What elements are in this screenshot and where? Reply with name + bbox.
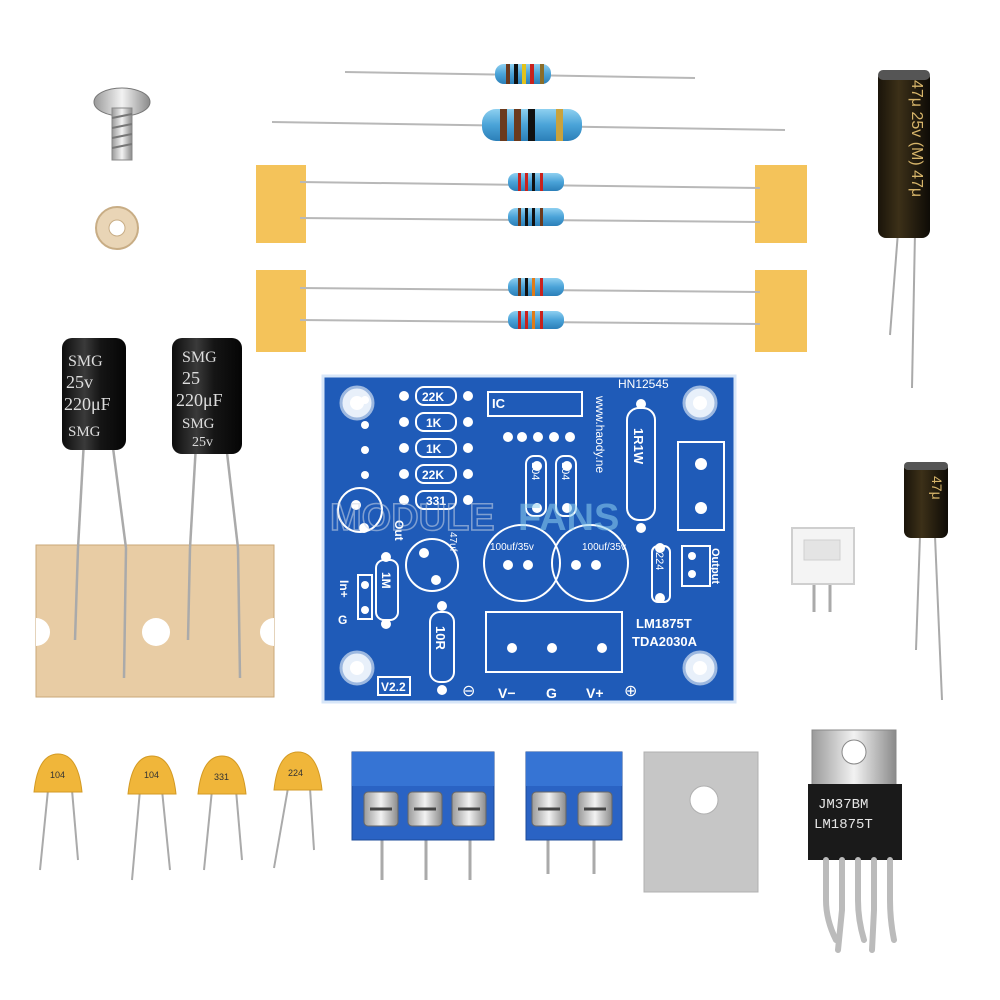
- electrolytic-cap-47uf-mid: 47μ: [904, 462, 948, 701]
- pcb-cap-224: 224: [653, 552, 665, 570]
- watermark: MODULE FANS: [329, 496, 619, 540]
- pcb-label-in-plus: In+: [337, 580, 351, 598]
- pcb-ic-label: IC: [492, 396, 506, 411]
- cap-right-voltage-bottom: 25v: [192, 435, 213, 450]
- cap-left-brand-top: SMG: [68, 353, 103, 370]
- watermark-module: MODULE: [330, 497, 495, 539]
- electrolytic-cap-220uf-left: SMG 25v 220μF SMG: [62, 338, 128, 679]
- pcb-label-out: Out: [392, 520, 406, 541]
- cap-right-voltage: 25: [182, 368, 200, 388]
- pcb-label-output: Output: [709, 548, 721, 584]
- pcb-minus-sign: ⊖: [462, 683, 475, 700]
- pcb-pwr-g: G: [546, 685, 557, 701]
- watermark-fans: FANS: [518, 497, 619, 539]
- pcb-res-1k-a: 1K: [426, 416, 442, 430]
- cap-left-value: 220μF: [64, 394, 111, 414]
- ceramic-cap-2: 104: [127, 755, 177, 881]
- pcb-cap-100uf-right: 100uf/35v: [582, 542, 626, 553]
- pcb-chip-label-2: TDA2030A: [632, 634, 698, 649]
- screw: [93, 87, 151, 161]
- electrolytic-cap-47uf-top: 47μ 25v (M) 47μ: [878, 70, 930, 389]
- ceramic-cap-3-label: 331: [214, 772, 229, 782]
- pcb-cap-104-b: 104: [559, 462, 571, 480]
- resistor-top-1: [344, 64, 696, 84]
- tape-strip-upper: [256, 165, 807, 243]
- ceramic-cap-4: 224: [273, 751, 323, 869]
- ceramic-cap-4-label: 224: [288, 768, 303, 778]
- pcb-board: HN12545 IC www.haody.ne 22K 1K 1K 22K 33…: [321, 374, 737, 704]
- cap-right-value: 220μF: [176, 390, 223, 410]
- pcb-res-1r1w: 1R1W: [631, 428, 646, 465]
- cap-right-brand-top: SMG: [182, 349, 217, 366]
- electrolytic-cap-220uf-right: SMG 25 220μF SMG 25v: [172, 338, 242, 679]
- tape-strip-lower: [256, 270, 807, 352]
- pcb-res-22k-a: 22K: [422, 390, 444, 404]
- thermal-pad: [643, 751, 759, 893]
- ceramic-cap-1-label: 104: [50, 770, 65, 780]
- ceramic-cap-2-label: 104: [144, 770, 159, 780]
- jst-connector: [791, 527, 855, 612]
- pcb-res-22k-b: 22K: [422, 468, 444, 482]
- cap-47uf-mid-label: 47μ: [929, 476, 945, 500]
- cap-47uf-top-label: 47μ 25v (M) 47μ: [908, 80, 925, 197]
- washer: [95, 206, 139, 250]
- pcb-pwr-v-plus: V+: [586, 685, 604, 701]
- pcb-top-right-label: HN12545: [618, 377, 669, 391]
- pcb-res-1k-b: 1K: [426, 442, 442, 456]
- pcb-pwr-v-minus: V−: [498, 685, 516, 701]
- resistor-1r1w: [271, 109, 786, 141]
- pcb-cap-104-a: 104: [529, 462, 541, 480]
- lm1875t-chip: JM37BM LM1875T: [808, 729, 902, 953]
- pcb-label-1m: 1M: [379, 572, 393, 589]
- pcb-vertical-url: www.haody.ne: [593, 395, 607, 473]
- ceramic-cap-3: 331: [197, 755, 247, 871]
- ceramic-cap-1: 104: [33, 753, 83, 871]
- cap-left-voltage: 25v: [66, 372, 93, 392]
- pcb-plus-sign: ⊕: [624, 683, 637, 700]
- cap-left-brand-bottom: SMG: [68, 424, 101, 440]
- screw-terminal-2pin: [525, 751, 623, 874]
- pcb-label-g: G: [338, 613, 347, 627]
- pcb-res-331: 331: [426, 494, 446, 508]
- cap-right-brand-bottom: SMG: [182, 416, 215, 432]
- pcb-cap-100uf-left: 100uf/35v: [490, 542, 534, 553]
- chip-line-2: LM1875T: [814, 817, 873, 833]
- screw-terminal-3pin: [351, 751, 495, 880]
- pcb-label-10r: 10R: [433, 626, 448, 650]
- ceramic-capacitors: 104 104 331 224: [33, 751, 323, 881]
- chip-line-1: JM37BM: [818, 797, 868, 813]
- pcb-version: V2.2: [381, 680, 406, 694]
- pcb-chip-label-1: LM1875T: [636, 616, 692, 631]
- pcb-cap-47uf: 47uf: [447, 532, 458, 552]
